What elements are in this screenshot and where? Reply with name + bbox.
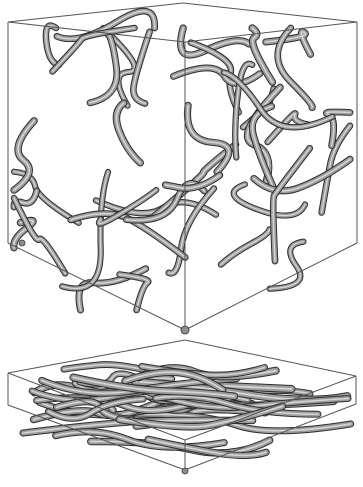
fiber-strand <box>187 105 228 171</box>
fiber-strand <box>90 34 117 103</box>
fiber-strand <box>174 68 260 83</box>
fiber-network-box-panel <box>8 3 357 334</box>
mat-corner-node <box>182 468 188 474</box>
fiber-strand <box>133 32 149 104</box>
box-front-edges <box>8 22 357 330</box>
fiber-strand <box>46 26 59 65</box>
fiber-strands-top <box>14 11 350 310</box>
corner-node-bottom <box>181 326 189 334</box>
fiber-strand <box>62 172 108 289</box>
fiber-strands-mat <box>23 365 351 456</box>
fiber-strand <box>221 230 270 265</box>
compressed-fiber-mat-panel <box>8 340 356 474</box>
corner-node-left <box>19 240 25 246</box>
fiber-strand <box>116 103 140 163</box>
